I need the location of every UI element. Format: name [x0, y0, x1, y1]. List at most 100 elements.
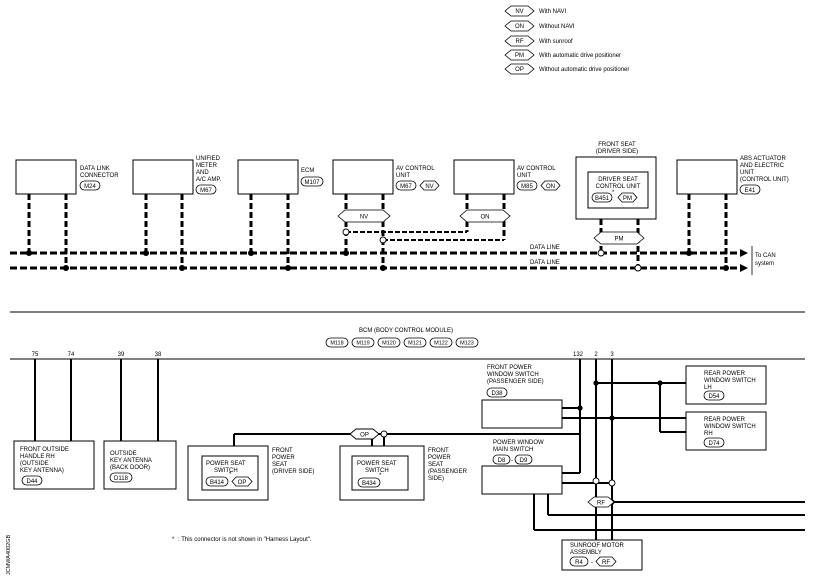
svg-text:D44: D44	[26, 479, 38, 485]
svg-text:With automatic drive positione: With automatic drive positioner	[539, 53, 621, 59]
svg-text:B451: B451	[595, 196, 610, 202]
svg-text:38: 38	[155, 352, 162, 358]
svg-text:POWER: POWER	[428, 455, 451, 461]
abs-actuator-electric-unit: ABS ACTUATOR AND ELECTRIC UNIT (CONTROL …	[676, 156, 789, 271]
svg-text:UNIT: UNIT	[396, 173, 410, 179]
svg-text:M107: M107	[304, 180, 320, 186]
svg-text:POWER SEAT: POWER SEAT	[357, 461, 397, 467]
data-link-connector: DATA LINK CONNECTOR M24	[15, 159, 119, 271]
svg-text:D74: D74	[708, 441, 720, 447]
svg-text:FRONT: FRONT	[272, 448, 293, 454]
power-seat-switch-passenger: POWER SEAT SWITCH * B434 FRONT POWER SEA…	[339, 445, 468, 501]
svg-text:NV: NV	[360, 215, 368, 221]
svg-text:WINDOW SWITCH: WINDOW SWITCH	[704, 378, 756, 384]
svg-text:M121: M121	[408, 341, 422, 347]
diagram-code: JCMWA4002GB	[6, 535, 12, 575]
svg-text:M24: M24	[84, 184, 96, 190]
svg-text:(DRIVER SIDE): (DRIVER SIDE)	[272, 469, 314, 475]
svg-text:AND ELECTRIC: AND ELECTRIC	[740, 163, 785, 169]
power-seat-bus: OP	[233, 428, 580, 446]
power-window-main-switch: POWER WINDOW MAIN SWITCH D8 - D9	[481, 440, 563, 495]
svg-text:M120: M120	[382, 341, 396, 347]
svg-text:ON: ON	[515, 24, 524, 30]
svg-text:SEAT: SEAT	[428, 462, 444, 468]
svg-text:WINDOW SWITCH: WINDOW SWITCH	[704, 424, 756, 430]
legend-item-rf: RF With sunroof	[504, 35, 573, 47]
svg-text:Without NAVI: Without NAVI	[539, 24, 575, 30]
unified-meter-ac-amp: UNIFIED METER AND A/C AMP. M67	[132, 156, 222, 271]
svg-text:M67: M67	[200, 188, 212, 194]
svg-text:POWER WINDOW: POWER WINDOW	[493, 440, 544, 446]
svg-text:AND: AND	[196, 170, 209, 176]
svg-text:M122: M122	[434, 341, 448, 347]
svg-text:75: 75	[32, 352, 39, 358]
svg-text:-: -	[591, 560, 593, 566]
svg-text:PM: PM	[615, 237, 624, 243]
svg-text:M85: M85	[521, 184, 533, 190]
svg-text:NV: NV	[515, 9, 523, 15]
svg-text:UNIT: UNIT	[740, 170, 754, 176]
rear-power-window-switch-rh: REAR POWER WINDOW SWITCH RH D74	[685, 411, 767, 451]
svg-text:B414: B414	[210, 480, 225, 486]
svg-text:A/C AMP.: A/C AMP.	[196, 177, 222, 183]
svg-text:MAIN SWITCH: MAIN SWITCH	[493, 447, 533, 453]
svg-text:DATA LINK: DATA LINK	[80, 166, 110, 172]
svg-text:KEY ANTENNA: KEY ANTENNA	[110, 458, 152, 464]
svg-text:*: *	[229, 472, 232, 478]
svg-text:KEY ANTENNA): KEY ANTENNA)	[20, 468, 64, 474]
sunroof-motor-assembly: SUNROOF MOTOR ASSEMBLY R4 - RF	[561, 539, 643, 571]
svg-text:ON: ON	[481, 215, 490, 221]
svg-text:With sunroof: With sunroof	[539, 39, 573, 45]
svg-text:D54: D54	[708, 394, 720, 400]
bcm: BCM (BODY CONTROL MODULE) M118 M119 M120…	[10, 328, 805, 360]
av-control-unit-navi: AV CONTROL UNIT M67 NV NV	[332, 159, 440, 271]
legend-item-op: OP Without automatic drive positioner	[504, 63, 629, 75]
ecm: ECM M107	[237, 159, 324, 271]
svg-text:B434: B434	[362, 481, 377, 487]
svg-text:(BACK DOOR): (BACK DOOR)	[110, 465, 150, 471]
svg-text:3: 3	[610, 352, 614, 358]
data-line-label-2: DATA LINE	[530, 260, 560, 266]
svg-text:OP: OP	[360, 433, 369, 439]
svg-text:PM: PM	[623, 196, 632, 202]
svg-text:RF: RF	[597, 501, 605, 507]
svg-text:RH: RH	[704, 431, 713, 437]
svg-text:M67: M67	[400, 184, 412, 190]
svg-text:ASSEMBLY: ASSEMBLY	[570, 550, 602, 556]
legend: NV With NAVI ON Without NAVI RF With sun…	[504, 5, 629, 75]
driver-seat-control-unit: FRONT SEAT (DRIVER SIDE) DRIVER SEAT CON…	[575, 142, 657, 272]
svg-text:UNIT: UNIT	[517, 173, 531, 179]
footnote-star: *	[172, 537, 175, 543]
svg-text:*: *	[379, 473, 382, 479]
svg-text:REAR POWER: REAR POWER	[704, 417, 746, 423]
svg-text:PM: PM	[515, 53, 524, 59]
svg-text:-: -	[511, 458, 513, 464]
svg-text:39: 39	[118, 352, 125, 358]
svg-text:OP: OP	[238, 480, 247, 486]
legend-item-nv: NV With NAVI	[504, 5, 567, 17]
front-power-window-switch-passenger: FRONT POWER WINDOW SWITCH (PASSENGER SID…	[481, 365, 563, 429]
svg-text:SWITCH: SWITCH	[214, 468, 238, 474]
svg-text:FRONT POWER: FRONT POWER	[487, 365, 533, 371]
av-control-unit-no-navi: AV CONTROL UNIT M85 ON ON	[342, 159, 561, 244]
svg-text:M118: M118	[330, 341, 343, 347]
svg-text:M119: M119	[356, 341, 369, 347]
svg-text:*: *	[612, 190, 615, 196]
data-line-label: DATA LINE	[530, 245, 560, 251]
svg-text:OP: OP	[515, 67, 524, 73]
svg-text:D8: D8	[498, 458, 506, 464]
svg-text:R4: R4	[575, 560, 583, 566]
svg-text:WINDOW SWITCH: WINDOW SWITCH	[487, 372, 539, 378]
svg-text:FRONT OUTSIDE: FRONT OUTSIDE	[20, 447, 69, 453]
svg-text:DRIVER SEAT: DRIVER SEAT	[598, 177, 638, 183]
svg-text:AV CONTROL: AV CONTROL	[517, 166, 556, 172]
svg-text:METER: METER	[196, 163, 218, 169]
svg-text:ABS ACTUATOR: ABS ACTUATOR	[740, 156, 786, 162]
svg-text:(OUTSIDE: (OUTSIDE	[20, 461, 49, 467]
footnote: : This connector is not shown in "Harnes…	[178, 537, 312, 543]
svg-text:RF: RF	[516, 39, 524, 45]
svg-text:D9: D9	[520, 458, 528, 464]
svg-text:ECM: ECM	[301, 168, 314, 174]
rear-power-window-switch-lh: REAR POWER WINDOW SWITCH LH D54	[685, 365, 767, 405]
